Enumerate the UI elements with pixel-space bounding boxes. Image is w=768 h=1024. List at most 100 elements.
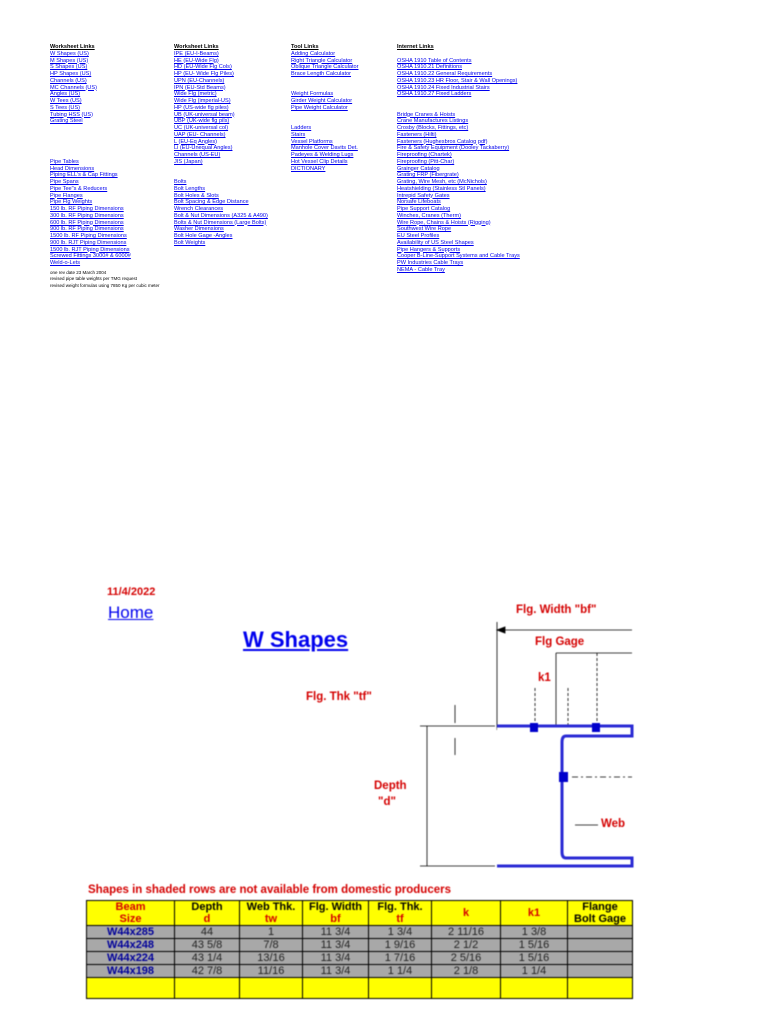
link-item[interactable]: Intrepid Safety Gates [397,192,450,199]
link-item[interactable]: Cooper B-Line-Support Systems and Cable … [397,253,520,260]
link-item[interactable]: 300 lb. RF Piping Dimensions [50,212,124,219]
link-item[interactable]: Southwest Wire Rope [397,226,452,233]
link-item[interactable]: Bolts [174,179,187,185]
link-item[interactable]: Washer Dimensions [174,226,224,233]
link-item[interactable]: 900 lb. RF Piping Dimensions [50,226,124,233]
link-item[interactable]: Pipe Support Catalog [397,206,451,212]
link-item[interactable]: EU Steel Profiles [397,233,440,239]
link-item[interactable]: Pipe Flg Weights [50,199,93,206]
link-item[interactable]: 150 lb. RF Piping Dimensions [50,206,124,212]
link-item[interactable]: NEMA - Cable Tray [397,266,445,273]
link-item[interactable]: Adding Calculator [291,50,336,57]
link-item[interactable]: OSHA 1910.21 Definitions [397,64,462,71]
link-item[interactable]: HP (US-wide flg piles) [174,104,229,111]
link-item[interactable]: Fire & Safety Equipment (Dooley Tackaber… [397,145,510,152]
link-item[interactable]: HP Shapes (US) [50,71,92,77]
link-item[interactable]: Grating, Wire Mesh, etc (McNichols) [397,179,487,185]
link-item[interactable]: Pipe Spans [50,179,79,185]
link-item[interactable]: Bridge Cranes & Hoists [397,111,456,118]
link-item[interactable]: UC (UK-universal col) [174,125,229,131]
link-item[interactable]: 600 lb. RF Piping Dimensions [50,219,124,226]
link-item[interactable]: Angles (US) [50,91,81,98]
link-item[interactable]: Grating FRP (Fibergrate) [397,172,459,179]
link-item[interactable]: Pipe Tee"s & Reducers [50,185,108,192]
link-item[interactable]: M Shapes (US) [50,57,89,64]
link-item[interactable]: OSHA 1910.27 Fixed Ladders [397,91,472,98]
link-item[interactable]: Channels (US) [50,77,87,84]
link-item[interactable]: Vessel Platforms [291,138,333,145]
link-item[interactable]: Norsafe Lifeboats [397,199,441,206]
link-item[interactable]: Girder Weight Calculator [291,98,353,104]
link-item[interactable]: Oblique Triangle Calculator [291,64,359,71]
link-item[interactable]: Bolt Lengths [174,185,206,192]
link-item[interactable]: Availability of US Steel Shapes [397,239,474,246]
link-item[interactable]: Wrench Clearances [174,206,224,212]
link-item[interactable]: HD (EU-Wide Flg Cols) [174,64,232,71]
link-item[interactable]: Grainger Catalog [397,165,440,172]
link-item[interactable]: Ladders [291,125,312,131]
link-item[interactable]: Wire Rope, Chains & Hoists (Rigging) [397,219,491,226]
link-item[interactable]: Brace Length Calculator [291,71,352,77]
link-item[interactable]: Heatshielding (Stainless Stl Panels) [397,185,486,192]
link-item[interactable]: PW Industries Cable Trays [397,260,464,266]
link-item[interactable]: Fireproofing (Pitt-Char) [397,158,455,165]
link-item[interactable]: UAP (EU- Channels) [174,131,226,138]
link-item[interactable]: Bolt Weights [174,239,206,246]
link-item[interactable]: Crosby (Blocks, Fittings, etc) [397,125,469,131]
link-item[interactable]: HE (EU-Wide Flg) [174,57,219,64]
link-item[interactable]: 900 lb. RJT Piping Dimensions [50,239,127,246]
link-item[interactable]: IPE (EU-I-Beams) [174,50,219,57]
link-item[interactable]: OSHA 1910.22 General Requirements [397,71,493,77]
link-item[interactable]: Piping ELL's & Cap Fittings [50,172,118,179]
link-item[interactable]: OSHA 1910.23 HR Floor, Stair & Wall Open… [397,77,518,84]
link-item[interactable]: W Tees (US) [50,98,82,104]
link-item[interactable]: IPN (EU-Std Beams) [174,84,226,91]
link-item[interactable]: UBP (UK-wide flg pils) [174,118,230,125]
link-item[interactable]: 1500 lb. RJT Piping Dimensions [50,246,130,253]
link-item[interactable]: Bolt & Nut Dimensions (A325 & A490) [174,212,268,219]
link-item[interactable]: Channels (US-EU) [174,152,221,158]
link-item[interactable]: L (EU-Eq Angles) [174,138,218,145]
link-item[interactable]: HP (EU- Wide Flg Piles) [174,71,234,77]
link-item[interactable]: UB (UK-universal beam) [174,111,235,118]
link-item[interactable]: S Tees (US) [50,104,81,111]
table-cell [174,977,240,999]
link-item[interactable]: Padeyes & Welding Lugs [291,152,354,158]
link-item[interactable]: Wide Flg (imperial-US) [174,98,231,104]
link-item[interactable]: DICTIONARY [291,165,326,172]
home-link[interactable]: Home [108,603,154,622]
link-item[interactable]: Screwed Fittings 3000# & 6000# [50,253,131,260]
link-item[interactable]: 1500 lb. RF Piping Dimensions [50,233,127,239]
link-item[interactable]: Bolt Hole Gage -Angles [174,233,233,239]
link-item[interactable]: Bolts & Nut Dimensions (Large Bolts) [174,219,267,226]
link-item[interactable]: Pipe Tables [50,158,79,165]
link-item[interactable]: W Shapes (US) [50,50,89,57]
link-item[interactable]: Weld-o-Lets [50,260,81,266]
link-item[interactable]: Pipe Weight Calculator [291,104,348,111]
link-item[interactable]: S Shapes (US) [50,64,88,71]
link-item[interactable]: JIS (Japan) [174,158,203,165]
link-item[interactable]: Wide Flg (metric) [174,91,217,98]
link-item[interactable]: Grating Steel [50,118,83,125]
link-item[interactable]: OSHA 1910 Table of Contents [397,57,472,64]
link-item[interactable]: Manhole Cover Davits Det. [291,145,358,152]
link-item[interactable]: Winches, Cranes (Therm) [397,212,462,219]
link-item[interactable]: Tubing HSS (US) [50,111,94,118]
link-item[interactable]: Fasteners (Hilti) [397,131,437,138]
link-item[interactable]: Pipe Hangers & Supports [397,246,461,253]
link-item[interactable]: OSHA 1910.24 Fixed Industrial Stairs [397,84,490,91]
link-item[interactable]: Crane Manufactures Listings [397,118,469,125]
link-item[interactable]: MC Channels (US) [50,84,97,91]
link-item[interactable]: UPN (EU-Channels) [174,77,225,84]
link-item[interactable]: Bolt Spacing & Edge Distance [174,199,249,206]
link-item[interactable]: Head Dimensions [50,165,95,172]
link-item[interactable]: Right Triangle Calculator [291,57,353,64]
link-item[interactable]: Bolt Holes & Slots [174,192,219,199]
link-item[interactable]: Fireproofing (Chartek) [397,152,452,158]
link-item[interactable]: Pipe Flanges [50,192,83,199]
link-item[interactable]: Hot Vessel Clip Details [291,158,348,165]
link-item[interactable]: Li (EU-Unequal Angles) [174,145,233,152]
link-item[interactable]: Fasteners (Hughesbros Catalog pdf) [397,138,488,145]
link-item[interactable]: Weight Formulas [291,91,334,98]
link-item[interactable]: Stairs [291,131,306,138]
